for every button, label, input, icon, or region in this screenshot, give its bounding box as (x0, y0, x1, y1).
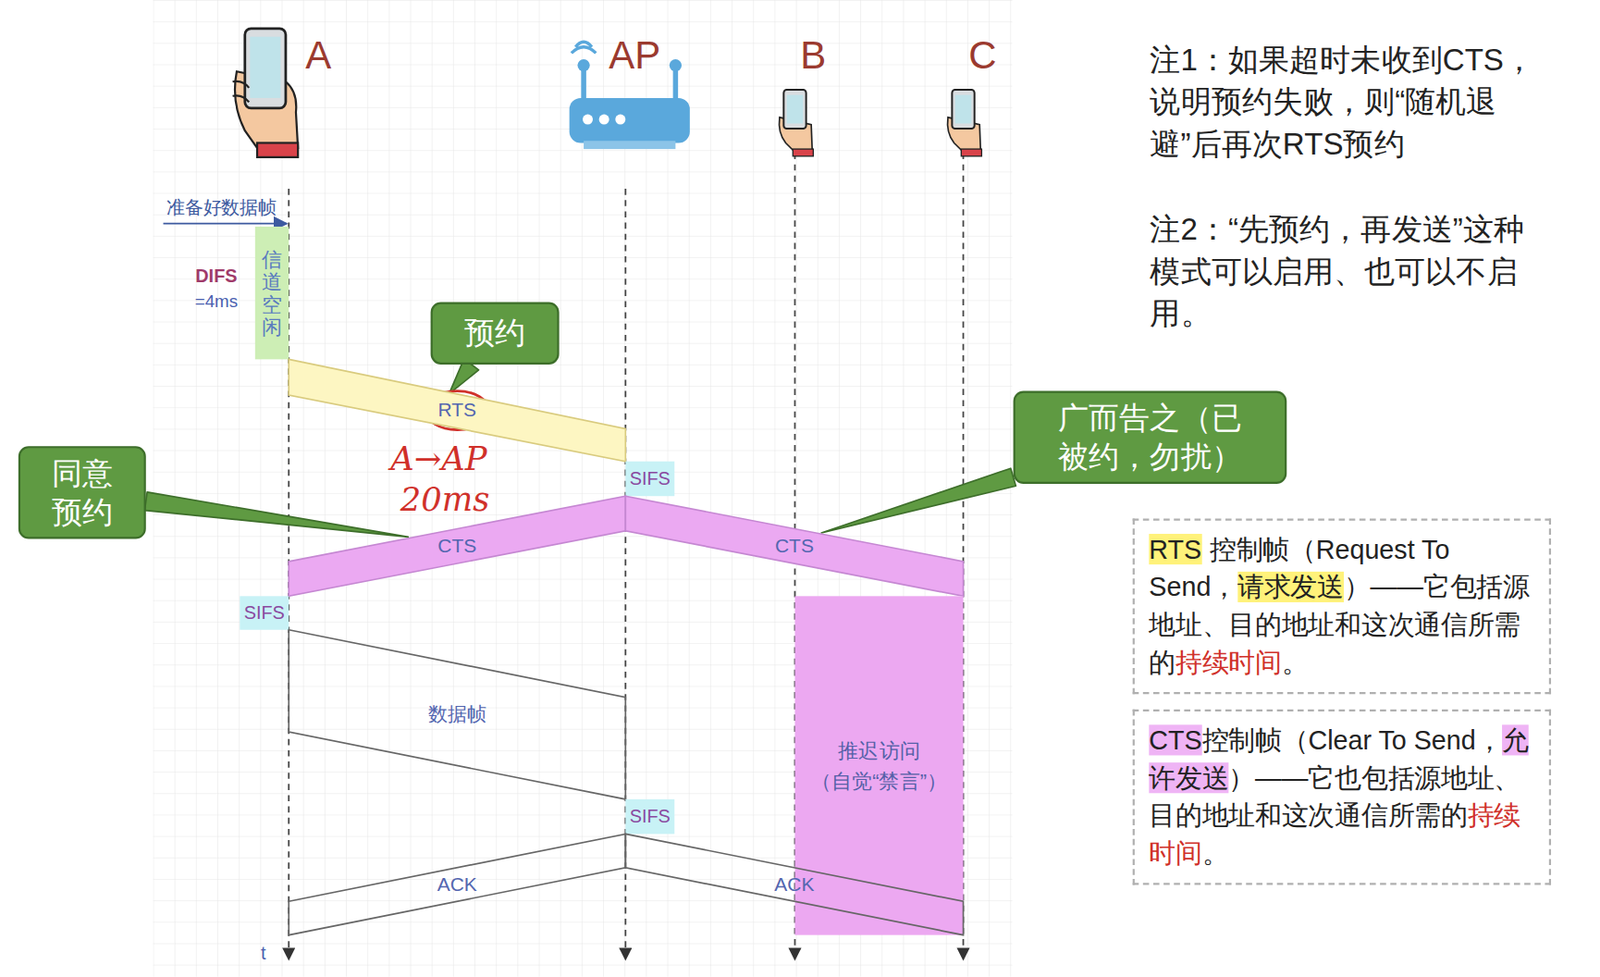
band-outline (288, 495, 626, 596)
callout-bubble: 预约 (430, 302, 560, 365)
phone-in-hand-icon (947, 89, 983, 157)
ready-arrow (163, 222, 288, 225)
rts-band: RTS (288, 358, 626, 461)
note-box: CTS控制帧（Clear To Send，允许发送）——它也包括源地址、目的地址… (1132, 709, 1551, 886)
sifs-box: SIFS (625, 799, 675, 835)
label-text: DIFS (195, 265, 237, 287)
label-holder: A (305, 34, 332, 78)
label-holder: C (968, 34, 997, 78)
sifs-box: SIFS (239, 595, 289, 629)
label-holder: t (260, 942, 267, 964)
node-text: CTS (437, 534, 477, 557)
note-text: RTS (1148, 533, 1202, 565)
label-text: 注2：“先预约，再发送”这种模式可以启用、也可以不启用。 (1149, 208, 1553, 334)
label-text: C (968, 34, 997, 78)
note-text: 持续时间 (1175, 647, 1282, 678)
label-holder: AP (608, 34, 661, 78)
label-text: B (800, 34, 826, 78)
label-text: A (305, 34, 332, 78)
label-holder: DIFS (195, 265, 237, 287)
node-text: RTS (437, 398, 477, 421)
sifs-box: SIFS (625, 461, 675, 497)
node-text: ACK (437, 873, 478, 896)
note-text: 请求发送 (1237, 571, 1344, 603)
label-text: 20ms (400, 480, 491, 519)
node-text: 广而告之（已被约，勿扰） (1055, 398, 1245, 476)
label-holder: 注1：如果超时未收到CTS，说明预约失败，则“随机退避”后再次RTS预约 (1149, 38, 1553, 165)
label-text: t (260, 942, 267, 964)
band-outline (288, 629, 626, 800)
note-text: 。 (1281, 647, 1309, 678)
band-outline (625, 833, 963, 935)
grid-background (152, 0, 1012, 977)
label-holder: A→AP (390, 438, 487, 478)
note-text: 控制帧（Clear To Send， (1202, 724, 1503, 755)
ack-band: ACK (288, 833, 626, 935)
label-text: 准备好数据帧 (166, 195, 277, 220)
note-paragraph: CTS控制帧（Clear To Send，允许发送）——它也包括源地址、目的地址… (1134, 711, 1550, 883)
callout-tail (144, 492, 408, 537)
node-text: CTS (775, 534, 814, 557)
callout-tail-shape (821, 467, 1016, 533)
node-text: SIFS (244, 602, 285, 624)
band-outline (625, 495, 963, 596)
node-text: SIFS (629, 805, 671, 827)
callout-bubble: 同意预约 (18, 445, 147, 539)
label-holder: 注2：“先预约，再发送”这种模式可以启用、也可以不启用。 (1149, 208, 1553, 334)
label-text: =4ms (195, 292, 238, 313)
label-holder: 20ms (400, 480, 491, 519)
phone-in-hand-icon (233, 28, 299, 158)
label-text: 注1：如果超时未收到CTS，说明预约失败，则“随机退避”后再次RTS预约 (1149, 38, 1553, 165)
callout-tail (821, 467, 1016, 533)
label-holder: 准备好数据帧 (166, 195, 277, 220)
band-outline (288, 833, 626, 935)
node-text: 预约 (464, 312, 526, 355)
phone-in-hand-icon (778, 89, 813, 157)
cts-band: CTS (288, 495, 626, 596)
label-holder: B (800, 34, 826, 78)
callout-tail-shape (144, 492, 408, 537)
label-holder: =4ms (195, 292, 238, 313)
cts-band: CTS (625, 495, 963, 596)
note-box: RTS控制帧（Request To Send，请求发送）——它包括源地址、目的地… (1132, 517, 1551, 694)
idle-channel-box: 信道空闲 (255, 226, 289, 359)
ack-band: ACK (625, 833, 963, 935)
note-paragraph: RTS控制帧（Request To Send，请求发送）——它包括源地址、目的地… (1134, 520, 1550, 692)
node-text: 同意预约 (49, 454, 116, 531)
label-text: AP (608, 34, 661, 78)
node-text: 信道空闲 (261, 247, 283, 338)
node-text: 数据帧 (428, 701, 487, 728)
band-outline (288, 358, 626, 461)
node-text: 推迟访问 （自觉“禁言”） (798, 734, 960, 796)
label-text: A→AP (390, 438, 487, 478)
lifelines (288, 152, 963, 960)
note-text: 。 (1202, 837, 1230, 869)
node-text: SIFS (629, 467, 671, 490)
node-text: ACK (774, 873, 814, 896)
callout-bubble: 广而告之（已被约，勿扰） (1013, 391, 1288, 484)
note-text: CTS (1148, 724, 1202, 755)
data-frame-band: 数据帧 (288, 629, 626, 800)
